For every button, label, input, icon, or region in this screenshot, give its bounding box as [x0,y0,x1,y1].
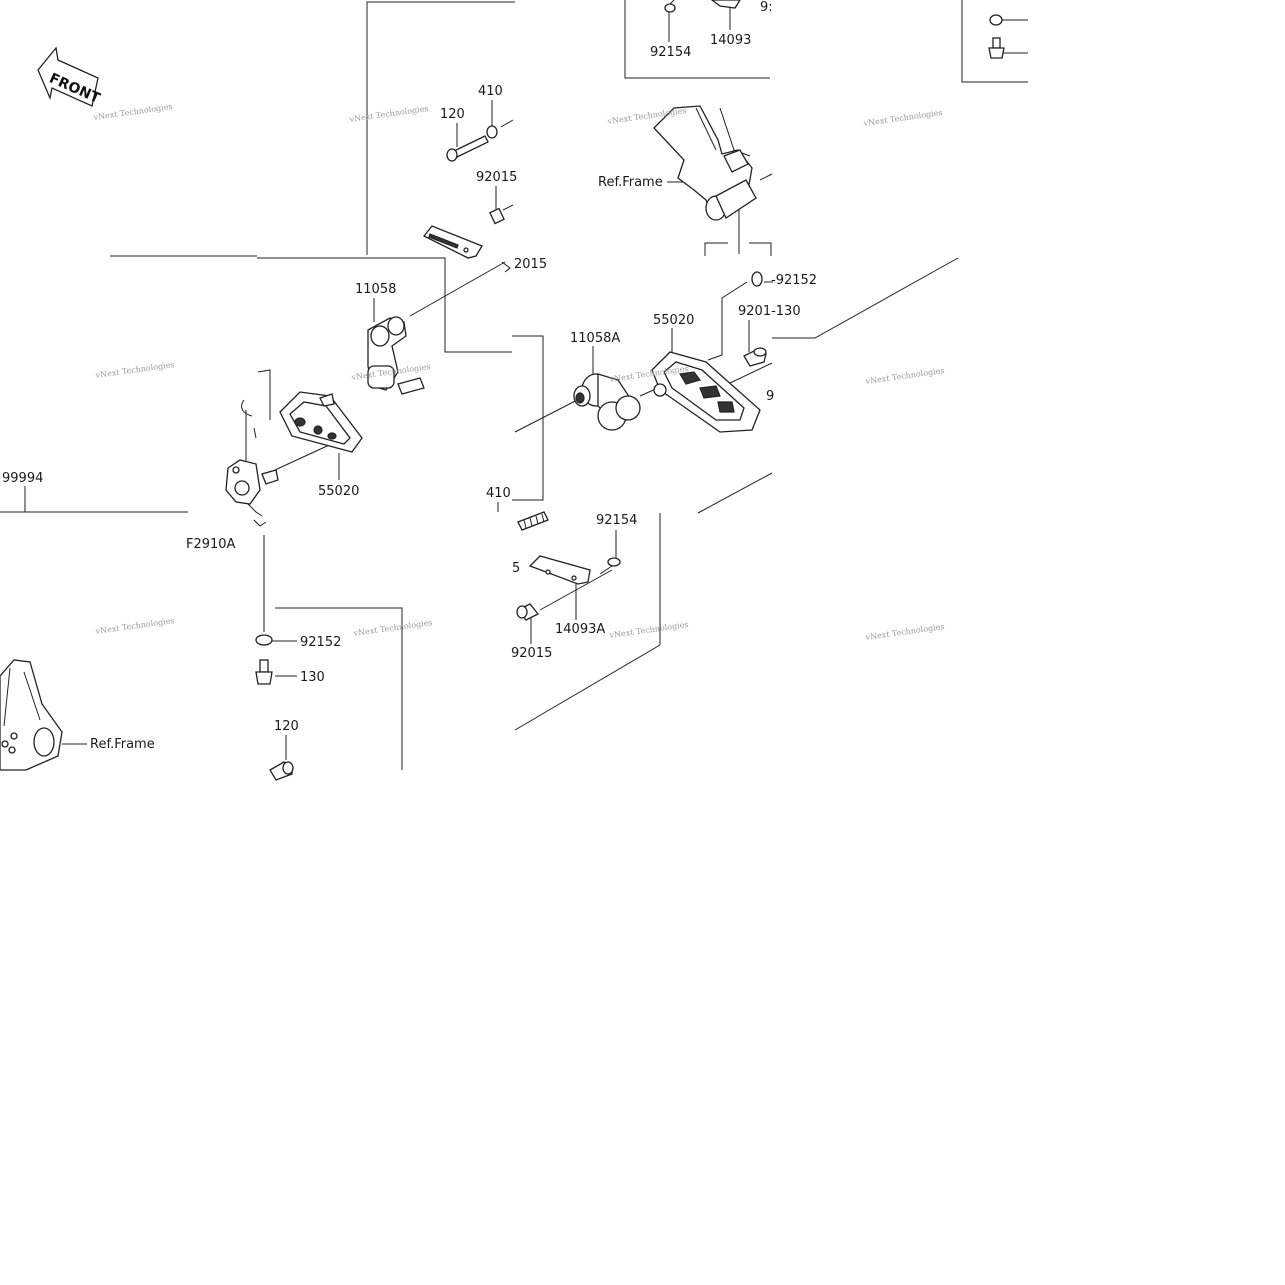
nut-top-right [989,14,1003,26]
label-120-bottom: 120 [274,719,299,734]
leader-lines [0,0,1028,770]
spring-410-mid [517,511,549,531]
label-11058: 11058 [355,282,396,297]
label-55020-right: 55020 [653,313,694,328]
clip-92015 [501,261,511,273]
watermark: vNext Technologies [608,620,689,640]
collar-92015-top [489,207,505,225]
label-11058a: 11058A [570,331,620,346]
bolt-130-left [255,659,273,685]
washer-92152-right [751,271,763,287]
parts [0,0,1005,781]
front-arrow-icon: FRONT [37,46,103,107]
watermark: vNext Technologies [862,108,943,128]
screw-92154-top [664,0,676,13]
footpeg-55020-right [651,351,761,433]
footpeg-55020-left [279,391,363,453]
watermark: vNext Technologies [92,102,173,122]
label-92015-mid: 2015 [514,257,547,272]
bolt-top-right [988,37,1005,59]
label-14093-top: 14093 [710,33,751,48]
lever-11058 [367,316,425,395]
label-92015-bottom: 92015 [511,646,552,661]
watermark: vNext Technologies [94,360,175,380]
washer-410-top [486,125,498,139]
label-410-mid: 410 [486,486,511,501]
ref-frame-top-center [653,105,773,221]
label-92154-top: 92154 [650,45,691,60]
collar-92015-bottom [516,603,540,621]
label-120-top: 120 [440,107,465,122]
bracket-left [225,399,279,527]
label-92-cut: 9: [760,0,773,15]
ref-frame-bottom-left [0,659,63,771]
label-f2910a: F2910A [186,537,236,552]
watermark: vNext Technologies [94,616,175,636]
label-14093a: 14093A [555,622,605,637]
screw-92154-mid [599,557,621,575]
label-92015-top: 92015 [476,170,517,185]
bolt-120-top [446,135,489,162]
label-92152-left: 92152 [300,635,341,650]
label-55020-left: 55020 [318,484,359,499]
label-ref-frame-top: Ref.Frame [598,175,663,190]
lever-11058a [573,373,641,431]
plate-top-left [422,225,483,259]
label-99994: 99994 [2,471,43,486]
washer-92152-left [255,634,273,646]
collar-9201 [743,347,767,367]
watermark: vNext Technologies [348,104,429,124]
plate-14093-top [710,0,741,9]
label-ref-frame-bottom: Ref.Frame [90,737,155,752]
part-labels: 410 120 92015 2015 11058 55020 99994 F29… [2,0,817,752]
label-9-cut: 9 [766,389,774,404]
label-410-top: 410 [478,84,503,99]
watermark: vNext Technologies [352,618,433,638]
label-92152-right: -92152 [771,273,817,288]
bolt-120-bottom [269,761,294,781]
label-9201-130: 9201-130 [738,304,801,319]
watermark: vNext Technologies [864,622,945,642]
label-92154-mid: 92154 [596,513,637,528]
watermark: vNext Technologies [864,366,945,386]
label-5-cut: 5 [512,561,520,576]
plate-14093a [528,555,591,585]
label-130-left: 130 [300,670,325,685]
